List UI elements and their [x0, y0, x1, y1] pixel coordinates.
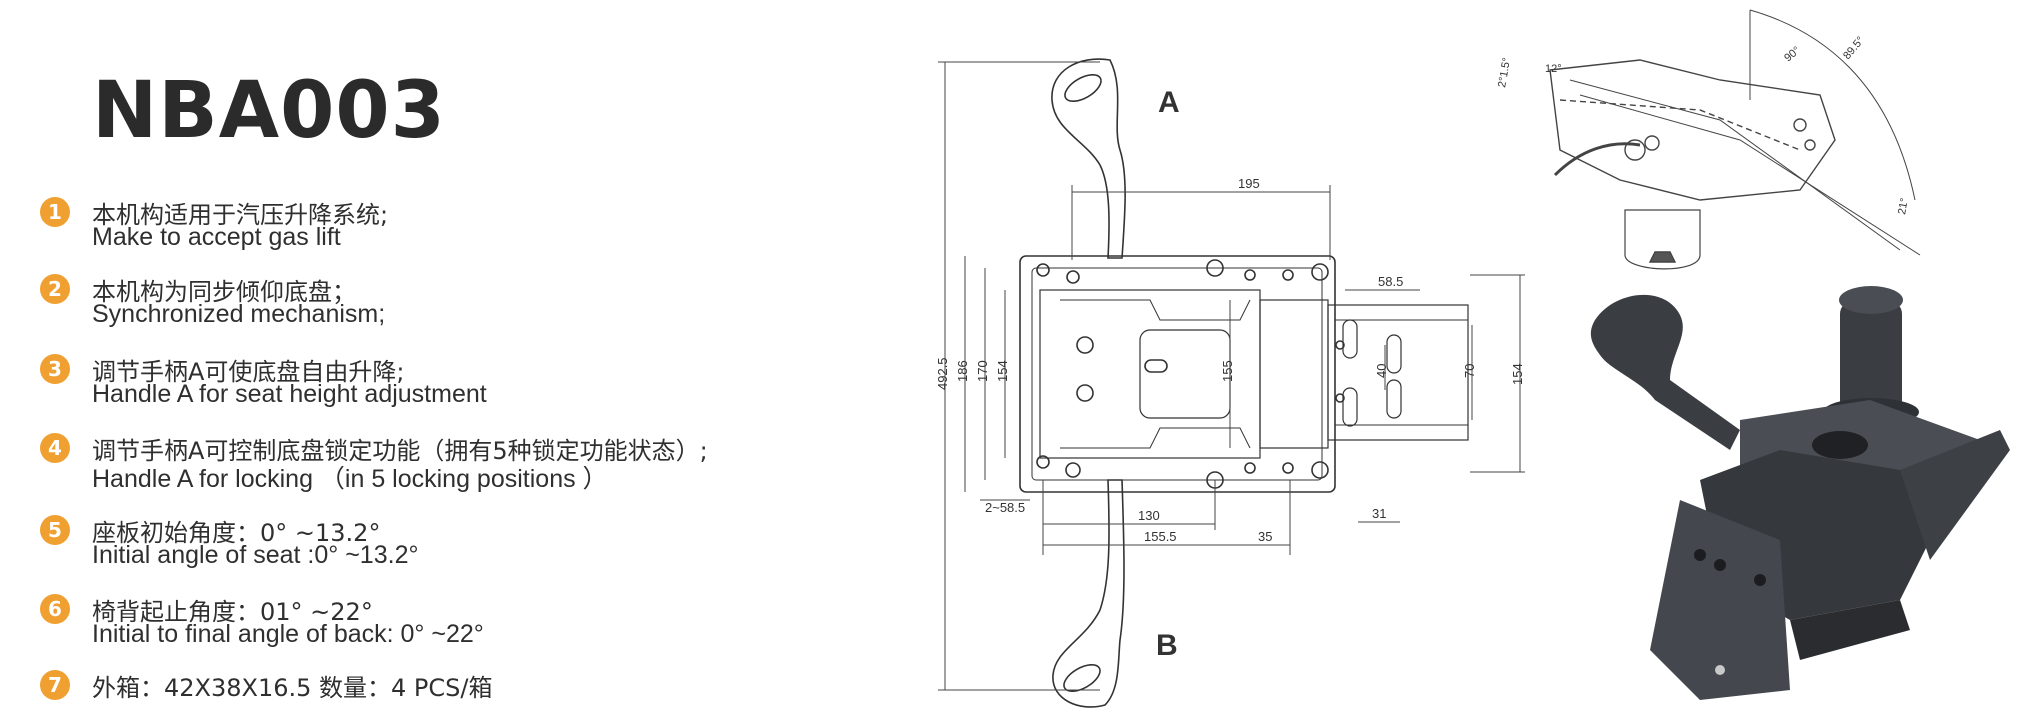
- feature-number-badge: 5: [40, 515, 70, 545]
- dim-154-right: 154: [1510, 363, 1525, 385]
- feature-text-zh: 椅背起止角度：01° ~22°: [92, 598, 373, 626]
- side-view-drawing: 90° 89.5° 12° 2°1.5° 21°: [1496, 9, 1921, 270]
- angle-21: 21°: [1896, 197, 1911, 215]
- dim-155: 155: [1220, 360, 1235, 382]
- angle-89-5: 89.5°: [1841, 34, 1867, 61]
- feature-text-zh: 座板初始角度：0° ~13.2°: [92, 519, 381, 547]
- feature-number-badge: 1: [40, 197, 70, 227]
- feature-text-zh: 调节手柄A可控制底盘锁定功能（拥有5种锁定功能状态）;: [92, 437, 708, 465]
- label-a: A: [1158, 86, 1180, 119]
- feature-text-zh: 本机构为同步倾仰底盘；: [92, 278, 356, 306]
- angle-90: 90°: [1782, 44, 1802, 64]
- handle-b-outline: [1052, 479, 1125, 708]
- feature-number-badge: 3: [40, 354, 70, 384]
- handle-a-outline: [1051, 58, 1126, 259]
- feature-number-badge: 4: [40, 433, 70, 463]
- feature-text-en: Synchronized mechanism;: [92, 300, 386, 328]
- dim-130: 130: [1138, 508, 1160, 523]
- feature-text-en: Initial to final angle of back: 0° ~22°: [92, 620, 484, 648]
- dim-170: 170: [975, 360, 990, 382]
- dim-154: 154: [995, 360, 1010, 382]
- technical-drawing: A B 195 492.5 186 170 154 155 58.5 40 70…: [935, 58, 1525, 708]
- dim-40: 40: [1374, 364, 1389, 378]
- dim-186: 186: [955, 360, 970, 382]
- handle-b-slot: [1063, 663, 1101, 693]
- dim-195: 195: [1238, 176, 1260, 191]
- base-plate: [1019, 255, 1336, 493]
- dim-58-5: 58.5: [1378, 274, 1403, 289]
- feature-text-en: Initial angle of seat :0° ~13.2°: [92, 541, 419, 569]
- feature-text-en: Handle A for locking （in 5 locking posit…: [92, 465, 608, 493]
- label-b: B: [1156, 629, 1178, 662]
- dim-31: 31: [1372, 506, 1386, 521]
- feature-text-zh: 外箱：42X38X16.5 数量：4 PCS/箱: [92, 674, 493, 702]
- feature-number-badge: 2: [40, 274, 70, 304]
- feature-text-en: Make to accept gas lift: [92, 223, 341, 251]
- dim-2-58-5: 2~58.5: [985, 500, 1025, 515]
- angle-12: 12°: [1545, 63, 1562, 75]
- feature-text-zh: 调节手柄A可使底盘自由升降;: [92, 358, 405, 386]
- dim-155-5: 155.5: [1144, 529, 1177, 544]
- feature-number-badge: 7: [40, 670, 70, 700]
- product-photo: [1590, 286, 2010, 700]
- product-title: NBA003: [92, 66, 446, 156]
- dim-70: 70: [1462, 364, 1477, 378]
- feature-number-badge: 6: [40, 594, 70, 624]
- feature-text-zh: 本机构适用于汽压升降系统;: [92, 201, 389, 229]
- handle-a-slot: [1064, 73, 1102, 103]
- dim-492-5: 492.5: [935, 357, 950, 390]
- dim-35: 35: [1258, 529, 1272, 544]
- angle-2-1-5: 2°1.5°: [1496, 57, 1513, 89]
- feature-text-en: Handle A for seat height adjustment: [92, 380, 487, 408]
